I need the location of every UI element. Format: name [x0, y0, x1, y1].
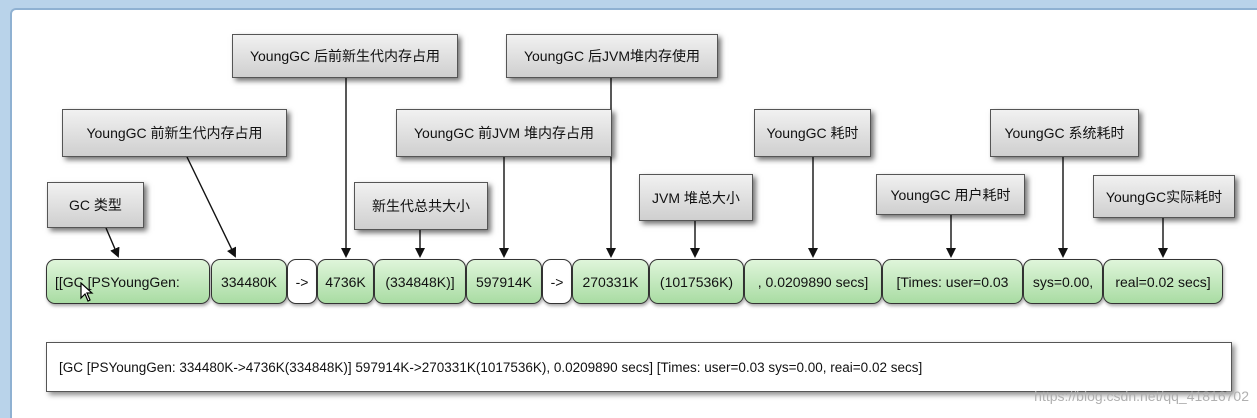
mouse-cursor-icon [80, 282, 94, 302]
callout-gc-time: YoungGC 耗时 [754, 109, 871, 157]
callout-gc-type: GC 类型 [47, 182, 144, 228]
callout-user-time: YoungGC 用户耗时 [876, 174, 1025, 215]
callout-heap-after: YoungGC 后JVM堆内存使用 [506, 34, 718, 78]
segment-young-total: (334848K)] [374, 259, 466, 304]
segment-sys-time: sys=0.00, [1023, 259, 1103, 304]
segment-arrow-2: -> [542, 259, 572, 304]
callout-young-after: YoungGC 后前新生代内存占用 [232, 34, 458, 78]
watermark: https://blog.csdn.net/qq_41816702 [1034, 388, 1249, 404]
segment-heap-after: 270331K [572, 259, 649, 304]
segment-real-time: real=0.02 secs] [1103, 259, 1223, 304]
callout-young-before: YoungGC 前新生代内存占用 [62, 109, 287, 157]
segment-young-before: 334480K [211, 259, 287, 304]
segment-gc-type: [[GC [PSYoungGen: [46, 259, 210, 304]
segment-heap-before: 597914K [466, 259, 542, 304]
arrow-gc-type [105, 227, 120, 258]
log-line-text: [GC [PSYoungGen: 334480K->4736K(334848K)… [59, 359, 923, 375]
callout-heap-total: JVM 堆总大小 [639, 174, 753, 221]
arrow-young-before [186, 156, 237, 258]
callout-heap-before: YoungGC 前JVM 堆内存占用 [396, 109, 612, 157]
segment-heap-total: (1017536K) [649, 259, 744, 304]
segment-young-after: 4736K [317, 259, 374, 304]
callout-real-time: YoungGC实际耗时 [1093, 175, 1235, 218]
callout-young-total: 新生代总共大小 [354, 182, 488, 230]
log-line-box: [GC [PSYoungGen: 334480K->4736K(334848K)… [46, 342, 1232, 392]
callout-sys-time: YoungGC 系统耗时 [990, 109, 1139, 157]
segment-arrow-1: -> [287, 259, 317, 304]
segment-user-time: [Times: user=0.03 [882, 259, 1023, 304]
segment-gc-time: , 0.0209890 secs] [744, 259, 882, 304]
